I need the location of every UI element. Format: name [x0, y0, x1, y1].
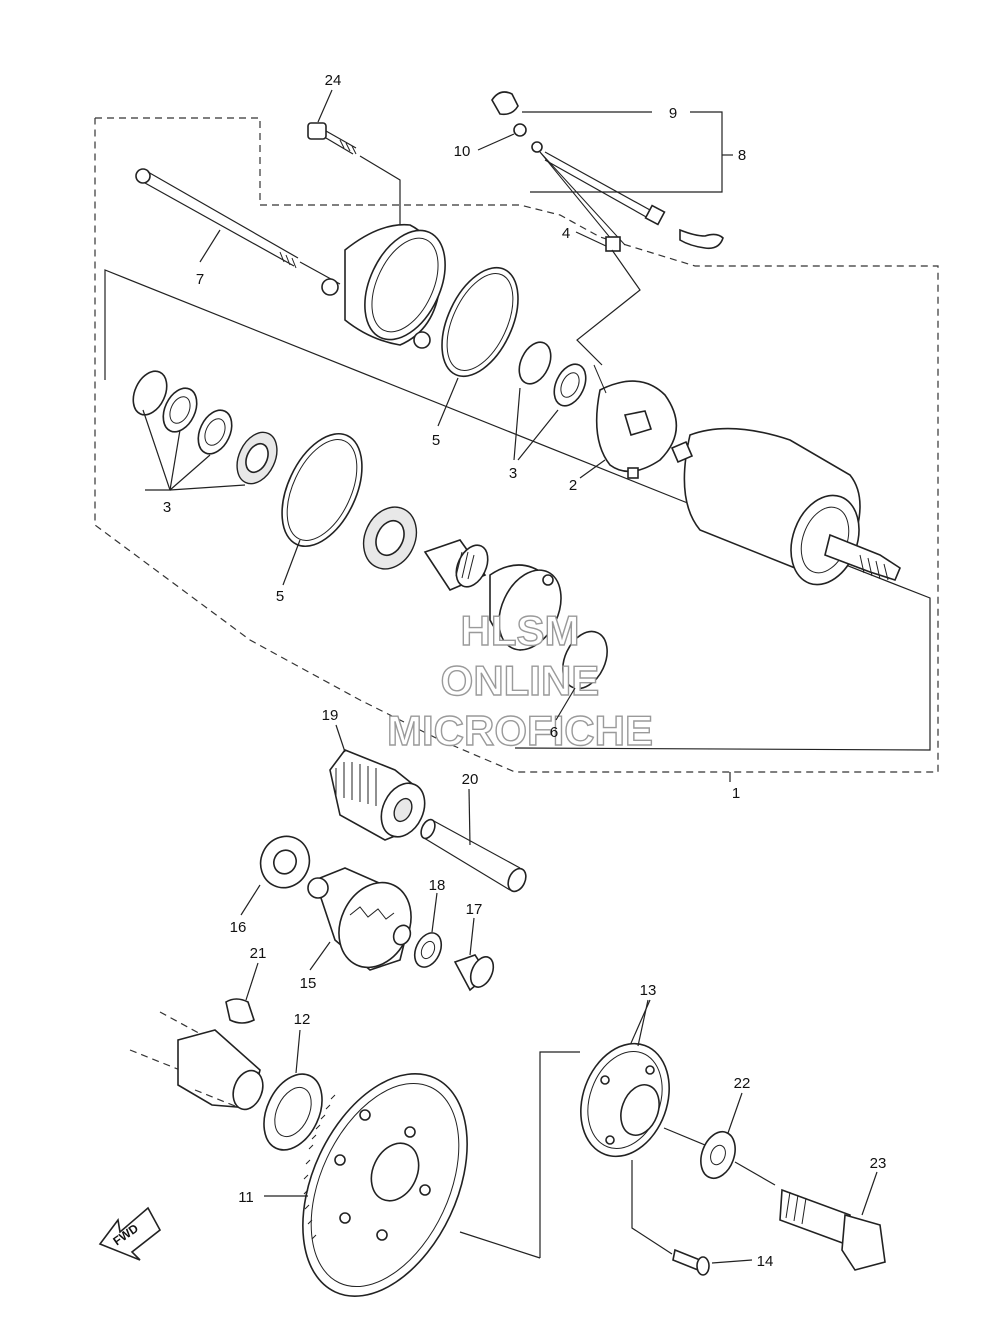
callout-16: 16 [230, 919, 247, 936]
o-ring-5-upper [441, 266, 519, 378]
callout-6: 6 [550, 724, 558, 741]
washer-3c [132, 370, 168, 416]
washer-3b [553, 363, 587, 407]
needle-bearing [423, 539, 489, 591]
callout-11: 11 [238, 1189, 254, 1206]
callout-17: 17 [466, 901, 483, 918]
starter-lead-8 [491, 91, 724, 250]
through-bolt-7 [135, 168, 341, 285]
callout-21: 21 [250, 945, 267, 962]
brush-plate-2 [593, 364, 678, 479]
callout-3-left: 3 [163, 499, 171, 516]
one-way-clutch-13 [580, 1042, 670, 1158]
key-21 [225, 998, 255, 1024]
starter-gear-11 [302, 1073, 468, 1297]
callout-10: 10 [454, 143, 471, 160]
callout-labels: 24 9 8 10 4 7 5 3 2 3 5 6 1 19 20 16 18 … [163, 72, 887, 1270]
callout-4: 4 [562, 225, 570, 242]
bearing-16 [259, 835, 311, 889]
clutch-15 [307, 867, 412, 971]
callout-24: 24 [325, 72, 342, 89]
callout-5-lower: 5 [276, 588, 284, 605]
crankshaft [129, 1011, 264, 1111]
callout-20: 20 [462, 771, 479, 788]
washer-18 [413, 932, 443, 968]
starter-body [670, 427, 901, 586]
bearing-17 [453, 954, 495, 992]
o-ring-5-lower [281, 432, 363, 548]
washer-3a [518, 341, 552, 385]
callout-12: 12 [294, 1011, 311, 1028]
watermark-line1: HLSM [461, 607, 580, 654]
front-cover [489, 564, 562, 651]
watermark: HLSM ONLINE MICROFICHE [386, 606, 653, 754]
screw-14 [631, 1160, 710, 1276]
callout-15: 15 [300, 975, 317, 992]
washer-12 [263, 1073, 323, 1151]
callout-3-upper: 3 [509, 465, 517, 482]
callout-22: 22 [734, 1075, 751, 1092]
callout-9: 9 [669, 105, 677, 122]
callout-7: 7 [196, 271, 204, 288]
shaft-20 [420, 818, 527, 893]
callout-1: 1 [732, 785, 740, 802]
callout-13: 13 [640, 982, 657, 999]
callout-5-upper: 5 [432, 432, 440, 449]
assembly-outline [94, 117, 939, 773]
callout-19: 19 [322, 707, 339, 724]
callout-18: 18 [429, 877, 446, 894]
callout-14: 14 [757, 1253, 774, 1270]
gear-19 [329, 749, 426, 841]
watermark-line2: ONLINE [441, 657, 600, 704]
nut-4 [605, 236, 621, 252]
bolt-23 [779, 1188, 886, 1271]
rear-cover [321, 223, 446, 349]
o-ring-6 [562, 630, 608, 690]
watermark-line3: MICROFICHE [387, 707, 653, 754]
washer-22 [700, 1130, 736, 1180]
leader-lines [142, 89, 878, 1264]
callout-23: 23 [870, 1155, 887, 1172]
callout-8: 8 [738, 147, 746, 164]
callout-2: 2 [569, 477, 577, 494]
fwd-arrow: FWD [98, 1206, 162, 1261]
